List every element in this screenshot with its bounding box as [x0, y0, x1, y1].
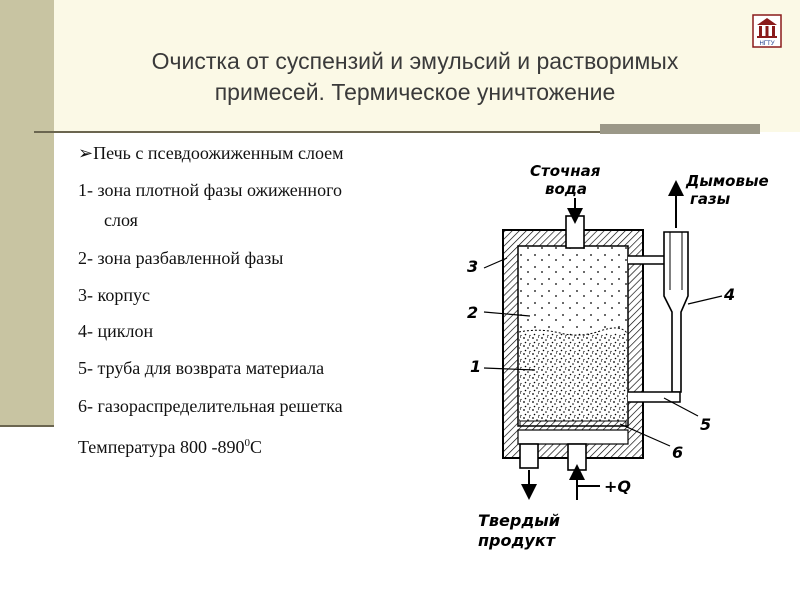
label-num-3: 3	[467, 257, 478, 276]
bed-surface-line	[518, 327, 628, 336]
list-item: 1- зона плотной фазы ожиженного	[78, 180, 342, 200]
label-num-6: 6	[672, 443, 683, 462]
header-divider	[34, 131, 600, 133]
leader-line-3	[483, 257, 508, 269]
left-bar-divider	[0, 425, 54, 427]
logo-text: НГТУ	[759, 41, 774, 47]
label-waste-water-1: Сточная	[530, 162, 601, 180]
list-item: 5- труба для возврата материала	[78, 358, 325, 378]
label-flue-gases-1: Дымовые	[685, 172, 769, 190]
list-item: 6- газораспределительная решетка	[78, 396, 343, 416]
temperature-unit: С	[249, 437, 262, 457]
temperature-degree: 0	[244, 437, 250, 449]
temperature-text: Температура 800 -890	[78, 437, 245, 457]
leader-line-2	[483, 311, 531, 317]
header-band	[0, 0, 800, 132]
label-solid-product-1: Твердый	[478, 511, 560, 530]
dilute-phase-zone	[519, 247, 627, 331]
gas-distribution-grate	[519, 420, 627, 427]
bottom-plenum	[517, 429, 629, 445]
list-item-continuation: слоя	[104, 210, 138, 230]
list-item: 3- корпус	[78, 285, 150, 305]
leader-line-4	[687, 295, 723, 305]
furnace-diagram: Сточная вода Дымовые газы Твердый продук…	[467, 162, 769, 550]
label-waste-water-2: вода	[545, 180, 587, 198]
leader-line-1	[483, 367, 536, 371]
label-num-2: 2	[467, 303, 478, 322]
university-logo: НГТУ	[752, 14, 782, 48]
label-num-5: 5	[700, 415, 711, 434]
cyclone	[663, 231, 689, 393]
header-accent-bar	[600, 124, 760, 134]
left-accent-bar	[0, 0, 54, 425]
bullet-arrow-icon: ➢	[78, 143, 94, 163]
dense-phase-zone	[519, 333, 627, 421]
heading-text: Печь с псевдоожиженным слоем	[93, 143, 344, 163]
label-solid-product-2: продукт	[478, 531, 557, 550]
label-heat-input: +Q	[604, 477, 631, 496]
title-line-2: примесей. Термическое уничтожение	[214, 79, 616, 105]
label-flue-gases-2: газы	[690, 190, 731, 208]
label-num-1: 1	[470, 357, 481, 376]
material-return-pipe	[628, 391, 681, 403]
leader-line-5	[663, 397, 699, 417]
title-line-1: Очистка от суспензий и эмульсий и раство…	[151, 48, 679, 74]
waste-water-inlet-pipe	[565, 215, 585, 249]
label-num-4: 4	[723, 285, 735, 304]
list-item: 2- зона разбавленной фазы	[78, 248, 284, 268]
slide-title: Очистка от суспензий и эмульсий и раство…	[70, 46, 760, 108]
temperature-line: Температура 800 -8900С	[78, 430, 262, 460]
heading-row: ➢Печь с псевдоожиженным слоем	[78, 140, 344, 166]
list-item: 4- циклон	[78, 321, 154, 341]
leader-line-6	[619, 423, 671, 447]
solid-product-outlet	[519, 443, 539, 469]
heat-input-pipe	[567, 443, 587, 471]
